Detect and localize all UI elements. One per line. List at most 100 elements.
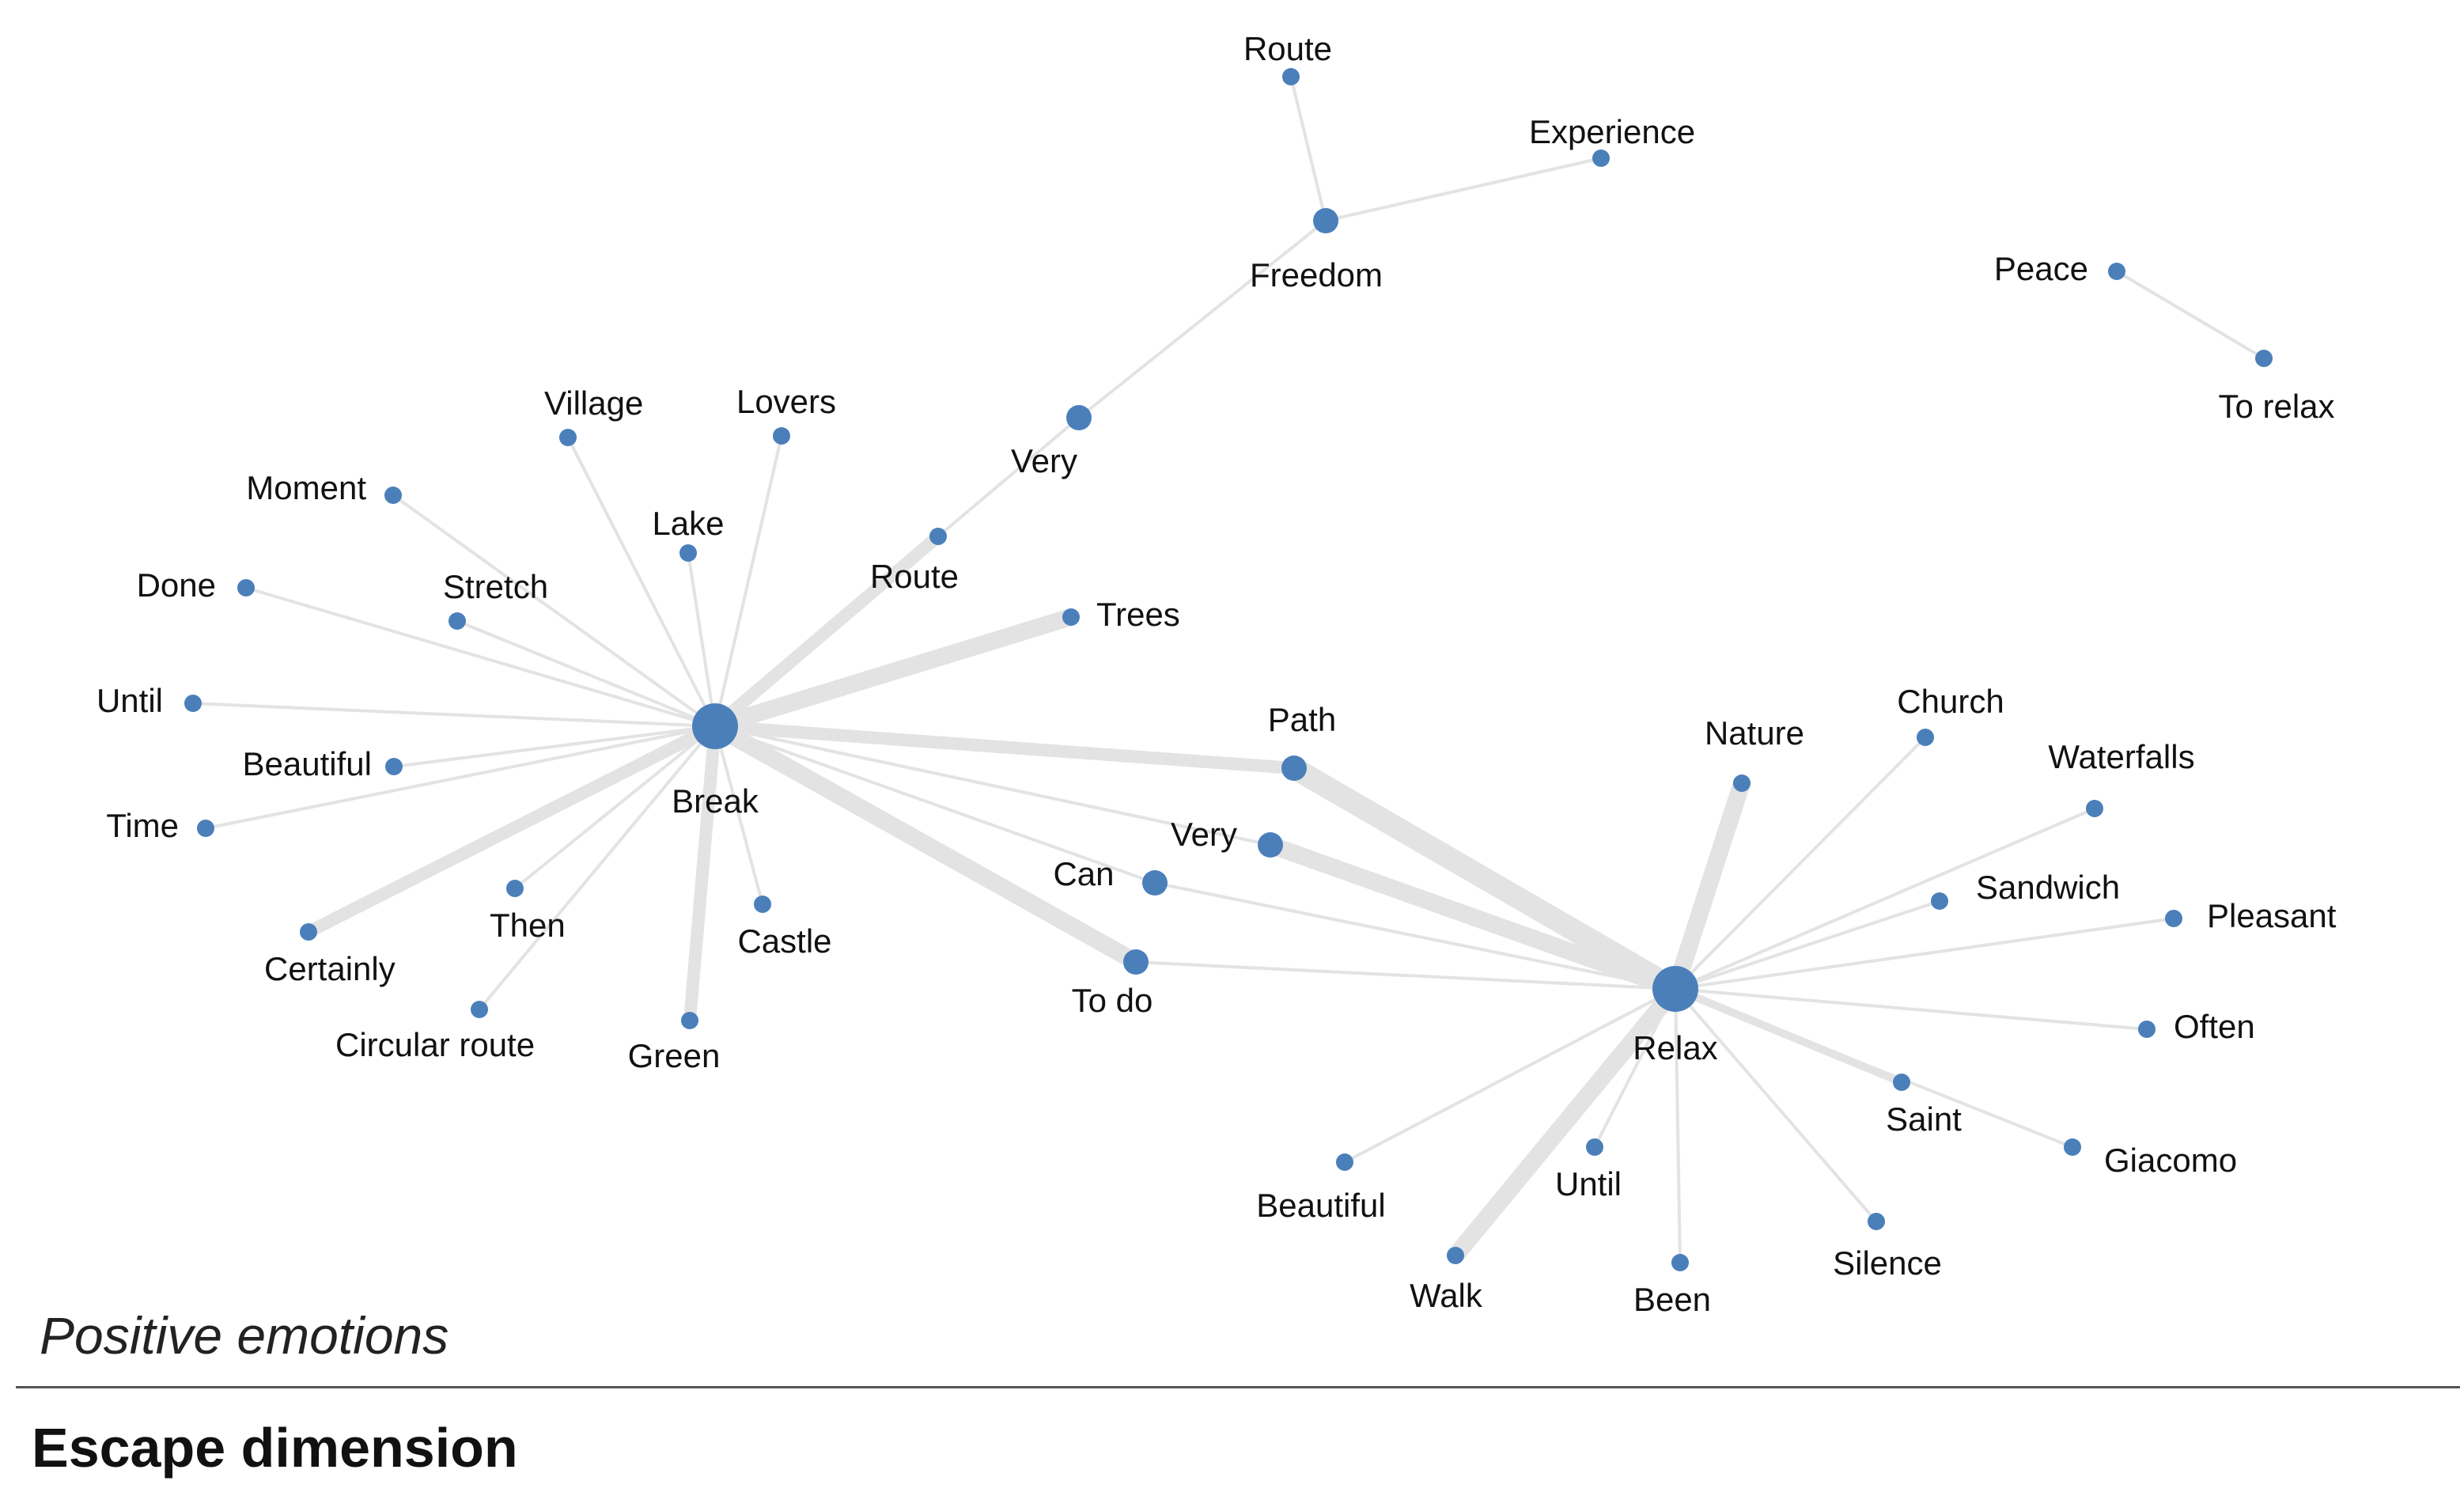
edge-freedom-route_top bbox=[1289, 75, 1327, 222]
node-moment bbox=[384, 487, 402, 504]
node-nature bbox=[1733, 775, 1751, 792]
node-label-route-top: Route bbox=[1243, 30, 1332, 67]
node-experience bbox=[1592, 150, 1610, 167]
node-saint bbox=[1893, 1074, 1910, 1091]
edge-relax-pleasant bbox=[1674, 917, 2175, 990]
edge-break-time bbox=[204, 725, 717, 830]
node-label-saint: Saint bbox=[1886, 1100, 1962, 1138]
node-very-top bbox=[1066, 405, 1092, 430]
edge-break-done bbox=[244, 586, 717, 728]
node-label-pleasant: Pleasant bbox=[2207, 897, 2337, 934]
node-until-right bbox=[1586, 1138, 1603, 1156]
edge-relax-giacomo bbox=[1674, 987, 2074, 1149]
edge-layer bbox=[191, 75, 2265, 1264]
edge-break-circular_route bbox=[478, 725, 717, 1011]
node-label-path: Path bbox=[1268, 701, 1336, 738]
node-until-left bbox=[184, 695, 202, 712]
edge-relax-been bbox=[1674, 987, 1682, 1264]
node-label-lovers: Lovers bbox=[736, 383, 836, 420]
edge-peace-to_relax bbox=[2115, 270, 2265, 360]
node-label-freedom: Freedom bbox=[1250, 256, 1383, 294]
node-peace bbox=[2108, 263, 2125, 280]
node-lake bbox=[679, 544, 697, 562]
node-label-beautiful-right: Beautiful bbox=[1256, 1187, 1385, 1224]
edge-break-stretch bbox=[456, 619, 717, 728]
edge-relax-church bbox=[1674, 736, 1927, 990]
node-often bbox=[2138, 1021, 2156, 1038]
edge-very_top-freedom bbox=[1077, 219, 1327, 419]
edge-relax-sandwich bbox=[1674, 899, 1941, 990]
node-stretch bbox=[449, 612, 466, 630]
edge-to_do-relax bbox=[1134, 960, 1677, 990]
node-label-certainly: Certainly bbox=[264, 950, 396, 987]
node-label-time: Time bbox=[106, 807, 179, 844]
edge-relax-walk bbox=[1447, 980, 1684, 1264]
node-to-relax bbox=[2255, 350, 2273, 367]
edge-path-relax bbox=[1283, 757, 1686, 1000]
node-label-then: Then bbox=[490, 907, 566, 944]
node-layer bbox=[184, 68, 2273, 1271]
node-label-relax: Relax bbox=[1633, 1029, 1717, 1066]
node-label-to-do: To do bbox=[1072, 982, 1153, 1019]
node-label-village: Village bbox=[544, 384, 643, 422]
edge-break-certainly bbox=[302, 720, 721, 938]
edge-break-to_do bbox=[706, 718, 1145, 971]
node-waterfalls bbox=[2086, 800, 2103, 817]
node-label-moment: Moment bbox=[246, 469, 366, 506]
node-label-beautiful-left: Beautiful bbox=[243, 745, 372, 782]
node-path bbox=[1281, 756, 1307, 781]
node-label-stretch: Stretch bbox=[443, 568, 548, 605]
node-label-can: Can bbox=[1053, 855, 1114, 892]
edge-relax-waterfalls bbox=[1674, 807, 2096, 990]
node-sandwich bbox=[1931, 892, 1948, 910]
caption: Positive emotions bbox=[40, 1306, 449, 1365]
node-label-castle: Castle bbox=[737, 922, 831, 960]
node-been bbox=[1671, 1254, 1689, 1271]
node-label-lake: Lake bbox=[652, 505, 724, 542]
node-time bbox=[197, 820, 214, 837]
edge-break-lake bbox=[687, 551, 717, 728]
section-title: Escape dimension bbox=[32, 1417, 518, 1479]
node-label-walk: Walk bbox=[1410, 1277, 1483, 1314]
edge-can-relax bbox=[1153, 881, 1677, 990]
edge-relax-nature bbox=[1667, 775, 1751, 998]
node-lovers bbox=[773, 427, 790, 445]
edge-very_mid-relax bbox=[1262, 836, 1684, 998]
node-label-often: Often bbox=[2174, 1008, 2255, 1045]
edge-break-route_mid bbox=[709, 530, 944, 733]
node-to-do bbox=[1123, 949, 1149, 975]
edge-break-beautiful_left bbox=[392, 725, 717, 768]
edge-route_mid-very_top bbox=[937, 416, 1081, 538]
node-label-until-left: Until bbox=[97, 682, 163, 719]
node-label-giacomo: Giacomo bbox=[2104, 1142, 2237, 1179]
node-label-done: Done bbox=[137, 566, 216, 604]
node-label-until-right: Until bbox=[1555, 1165, 1622, 1202]
node-village bbox=[559, 429, 577, 446]
node-done bbox=[237, 579, 255, 597]
edge-break-village bbox=[566, 436, 717, 728]
node-green bbox=[681, 1012, 698, 1029]
edge-break-moment bbox=[392, 494, 717, 728]
edge-break-path bbox=[709, 720, 1300, 775]
node-beautiful-left bbox=[385, 758, 403, 775]
edge-relax-often bbox=[1674, 987, 2148, 1031]
node-castle bbox=[754, 896, 771, 913]
node-label-break: Break bbox=[672, 782, 759, 820]
node-label-nature: Nature bbox=[1705, 714, 1804, 752]
node-pleasant bbox=[2165, 910, 2182, 927]
node-label-silence: Silence bbox=[1833, 1244, 1942, 1282]
edge-break-lovers bbox=[713, 434, 783, 728]
node-label-experience: Experience bbox=[1529, 113, 1695, 150]
node-circular-route bbox=[471, 1001, 488, 1018]
node-label-sandwich: Sandwich bbox=[1976, 869, 2120, 906]
node-label-trees: Trees bbox=[1096, 596, 1180, 633]
node-route-mid bbox=[929, 528, 947, 545]
node-walk bbox=[1447, 1247, 1464, 1264]
node-label-very-top: Very bbox=[1011, 442, 1077, 479]
node-freedom bbox=[1313, 208, 1338, 233]
node-break bbox=[692, 703, 738, 749]
label-layer: BreakRelaxFreedomRouteExperienceVeryRout… bbox=[97, 30, 2337, 1318]
edge-break-castle bbox=[713, 725, 764, 906]
edge-break-trees bbox=[706, 608, 1080, 735]
